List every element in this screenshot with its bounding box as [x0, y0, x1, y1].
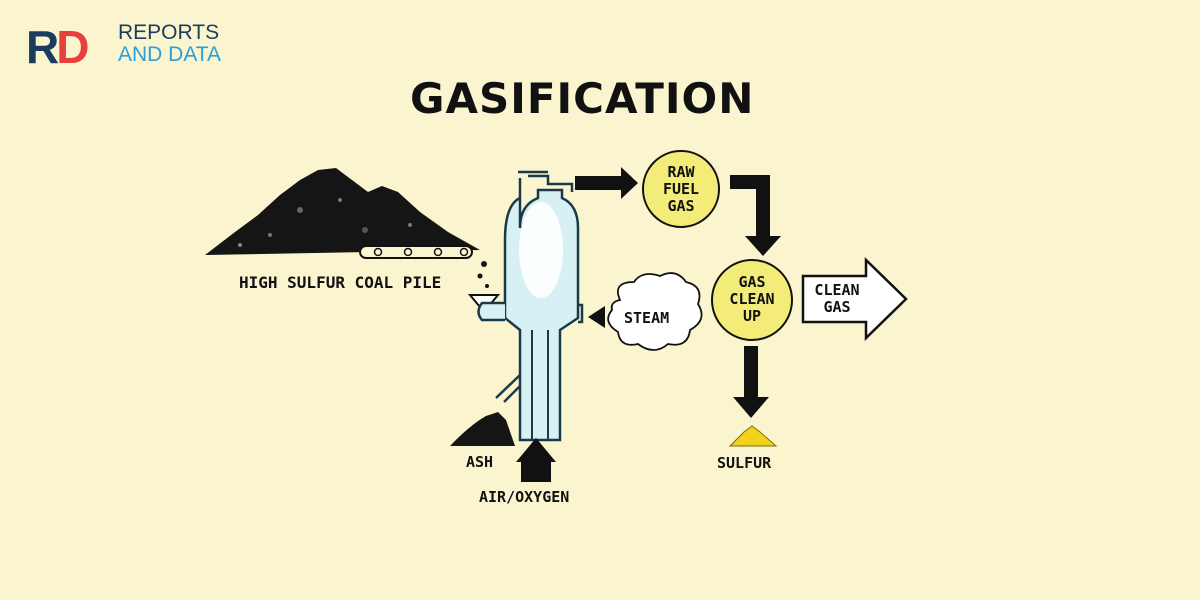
arrow-to-gas-clean-up — [730, 175, 781, 256]
gas-clean-up-circle — [711, 259, 793, 341]
gasifier-reactor — [477, 170, 584, 442]
brand-line-1: REPORTS — [118, 21, 220, 44]
falling-coal — [477, 261, 489, 288]
ash-label: ASH — [466, 453, 494, 471]
page-title: GASIFICATION — [410, 74, 755, 123]
conveyor-belt — [359, 245, 473, 259]
steam-cloud-icon — [607, 272, 703, 351]
arrow-to-raw-fuel-gas — [575, 167, 638, 199]
sulfur-pile-icon — [728, 425, 778, 447]
arrow-air-oxygen — [516, 438, 556, 482]
arrow-to-sulfur — [733, 346, 769, 418]
steam-label: STEAM — [624, 309, 670, 327]
ash-pile-icon — [450, 412, 515, 446]
coal-pile-label: HIGH SULFUR COAL PILE — [239, 273, 442, 292]
sulfur-label: SULFUR — [717, 454, 772, 472]
clean-gas-label: CLEAN GAS — [814, 281, 860, 316]
raw-fuel-gas-circle — [642, 150, 720, 228]
brand-mark: RD — [26, 21, 89, 73]
clean-gas-arrow — [801, 257, 908, 341]
arrow-steam-to-reactor — [588, 306, 605, 328]
gas-clean-up-label: GAS CLEAN UP — [729, 273, 775, 325]
brand-line-2: AND DATA — [118, 43, 222, 66]
raw-fuel-gas-label: RAW FUEL GAS — [662, 163, 700, 215]
coal-pile-icon — [205, 168, 480, 255]
air-oxygen-label: AIR/OXYGEN — [479, 488, 570, 506]
brand-name: REPORTS AND DATA — [118, 22, 221, 66]
brand-logo: RD REPORTS AND DATA — [26, 20, 256, 72]
